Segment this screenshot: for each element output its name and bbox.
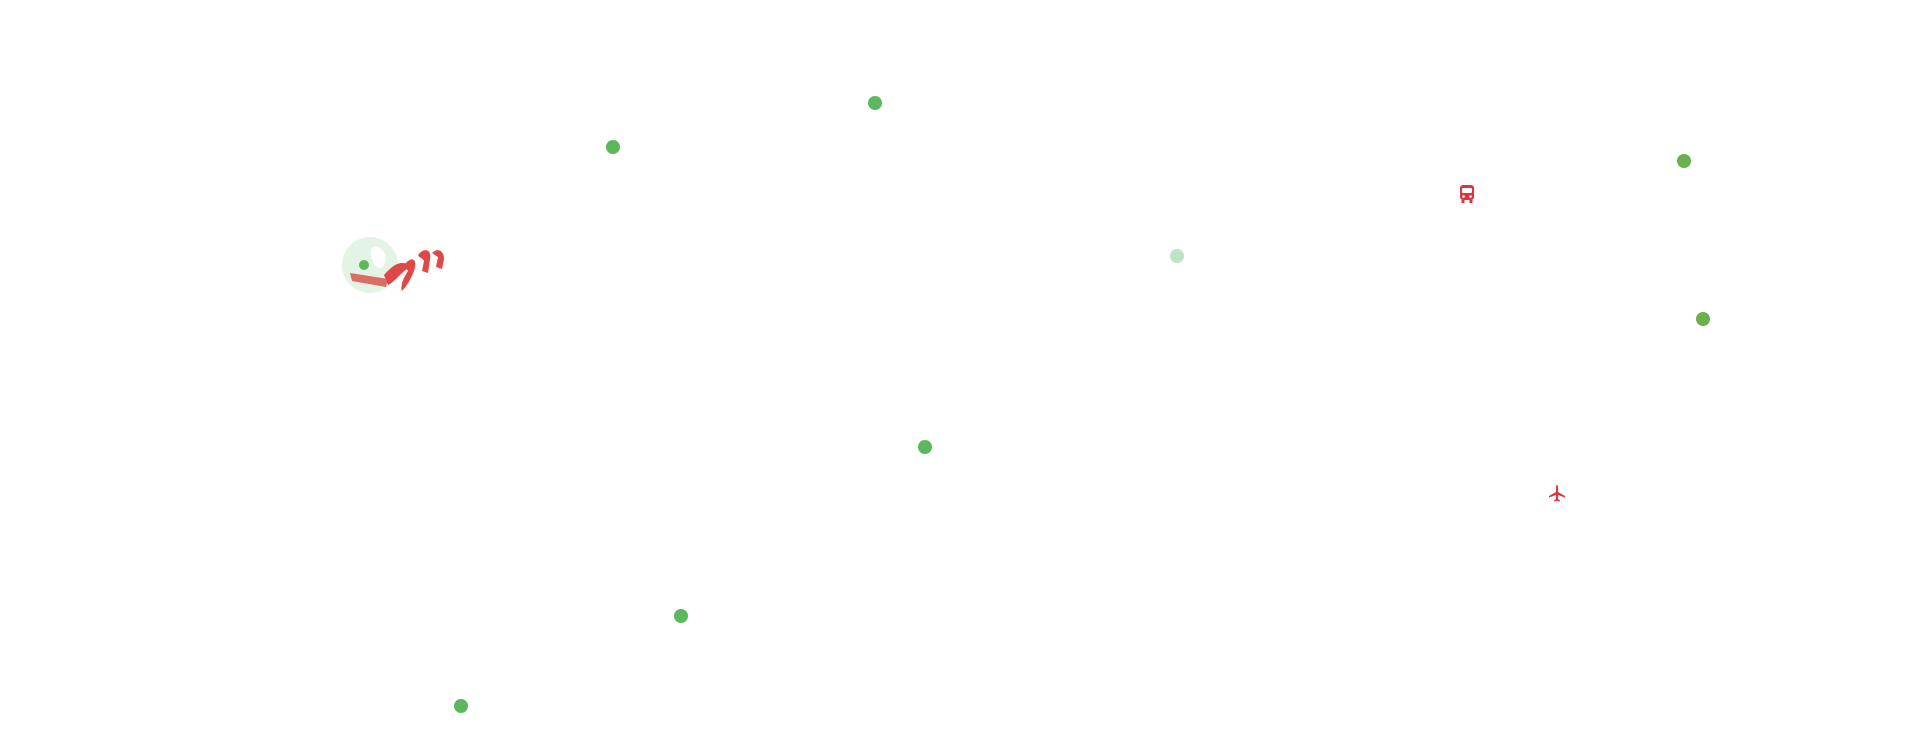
- location-marker[interactable]: [606, 140, 620, 154]
- location-marker[interactable]: [674, 609, 688, 623]
- bus-icon[interactable]: [1458, 184, 1476, 204]
- location-marker[interactable]: [868, 96, 882, 110]
- location-marker-faded[interactable]: [1170, 249, 1184, 263]
- location-marker[interactable]: [454, 699, 468, 713]
- location-marker[interactable]: [1677, 154, 1691, 168]
- airplane-icon[interactable]: [1547, 484, 1567, 504]
- brand-logo-icon: [342, 237, 444, 293]
- location-marker[interactable]: [918, 440, 932, 454]
- location-marker[interactable]: [1696, 312, 1710, 326]
